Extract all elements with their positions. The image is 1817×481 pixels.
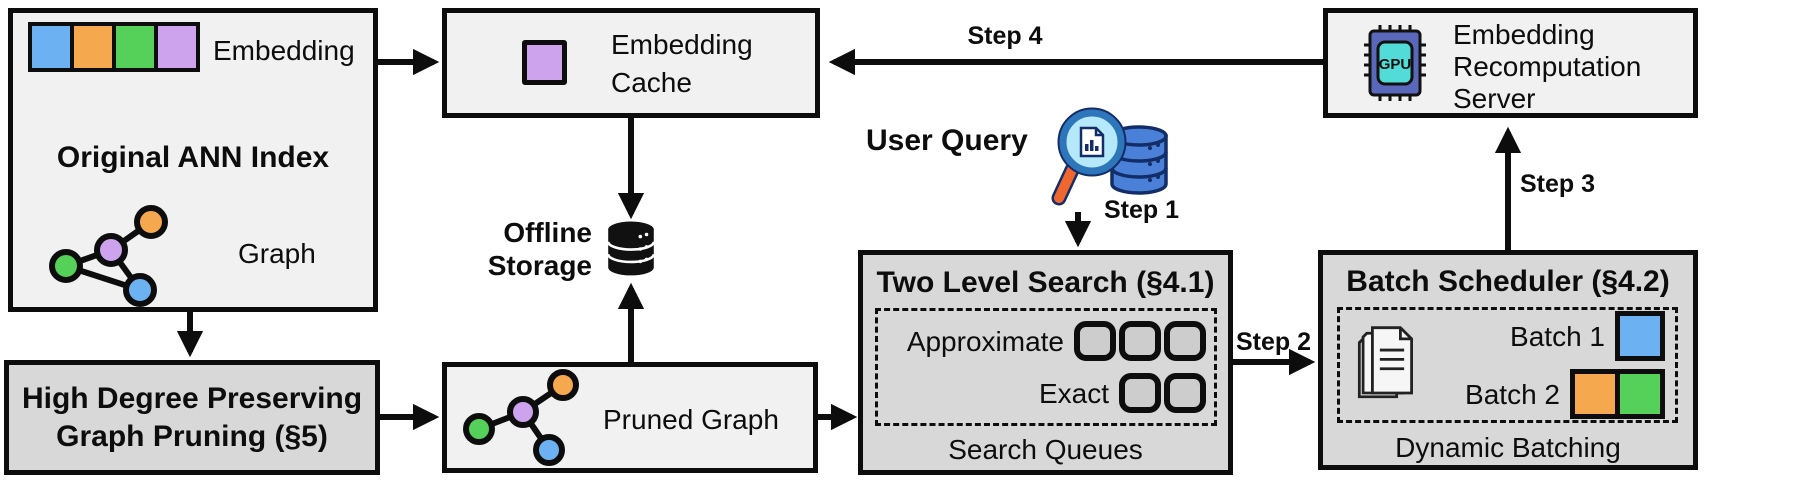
batch2-green-square	[1620, 374, 1660, 414]
batch2-row: Batch 2	[1440, 369, 1665, 419]
batch2-label: Batch 2	[1465, 378, 1560, 410]
embedding-label: Embedding	[213, 35, 355, 66]
server-label-line3: Server	[1453, 83, 1536, 114]
step3-label: Step 3	[1520, 170, 1596, 198]
embedding-vector-icon	[28, 22, 200, 72]
graph-icon	[49, 196, 177, 308]
step4-label: Step 4	[967, 22, 1043, 50]
original-ann-index-box: Embedding Original ANN Index Graph	[8, 8, 378, 312]
graph-label: Graph	[238, 238, 316, 269]
gpu-chip-label: GPU	[1379, 56, 1412, 73]
two-level-search-title: Two Level Search (§4.1)	[876, 266, 1215, 299]
query-search-database-icon	[1050, 106, 1180, 218]
batch1-blue-square	[1615, 311, 1665, 361]
pruned-graph-box: Pruned Graph	[442, 362, 818, 473]
batch-scheduler-title: Batch Scheduler (§4.2)	[1346, 265, 1670, 298]
search-queues-panel: Approximate Exact	[875, 308, 1217, 426]
gpu-chip-icon: GPU	[1356, 23, 1452, 103]
two-level-search-box: Two Level Search (§4.1) Approximate Exac…	[858, 250, 1233, 475]
recomputation-server-box: GPU Embedding Recomputation Server	[1323, 8, 1698, 118]
graph-pruning-box: High Degree Preserving Graph Pruning (§5…	[4, 360, 380, 475]
exact-queue-row: Exact	[886, 373, 1206, 413]
documents-icon	[1350, 320, 1434, 410]
batch2-squares	[1570, 369, 1665, 419]
search-queues-footer: Search Queues	[948, 434, 1143, 465]
pruning-title-line2: Graph Pruning (§5)	[56, 419, 328, 453]
queue-slot	[1074, 321, 1116, 361]
queue-slot	[1164, 373, 1206, 413]
embedding-chip-blue	[32, 26, 70, 68]
embedding-chip-orange	[74, 26, 112, 68]
user-query-label: User Query	[866, 124, 1028, 157]
queue-slot	[1119, 321, 1161, 361]
cache-label: Embedding Cache	[611, 26, 753, 102]
cache-label-line2: Cache	[611, 67, 692, 98]
server-label-line1: Embedding	[1453, 19, 1595, 50]
batch-scheduler-box: Batch Scheduler (§4.2)	[1318, 250, 1698, 470]
queue-slot	[1119, 373, 1161, 413]
batch-rows: Batch 1 Batch 2	[1440, 311, 1665, 419]
embedding-cache-box: Embedding Cache	[442, 8, 820, 118]
cached-embedding-icon	[522, 40, 567, 85]
offline-storage-label: Offline Storage	[440, 216, 592, 282]
queue-slot	[1164, 321, 1206, 361]
approximate-queue-row: Approximate	[886, 321, 1206, 361]
exact-label: Exact	[1038, 377, 1109, 409]
pruning-title-line1: High Degree Preserving	[21, 381, 363, 415]
dynamic-batching-panel: Batch 1 Batch 2	[1337, 307, 1678, 423]
embedding-chip-green	[116, 26, 154, 68]
batch1-label: Batch 1	[1510, 320, 1605, 352]
storage-label-line2: Storage	[487, 250, 592, 281]
step1-label: Step 1	[1104, 196, 1180, 224]
batch1-row: Batch 1	[1440, 311, 1665, 361]
pruned-graph-label: Pruned Graph	[603, 404, 779, 435]
pruned-graph-icon	[459, 367, 595, 468]
approximate-label: Approximate	[906, 325, 1064, 357]
ann-index-title: Original ANN Index	[56, 141, 330, 174]
embedding-chip-purple	[158, 26, 196, 68]
server-label-line2: Recomputation	[1453, 51, 1642, 82]
cache-label-line1: Embedding	[611, 29, 753, 60]
database-icon	[602, 220, 660, 278]
storage-label-line1: Offline	[503, 217, 592, 248]
batch2-orange-square	[1575, 374, 1615, 414]
server-label: Embedding Recomputation Server	[1453, 19, 1641, 115]
step2-label: Step 2	[1236, 328, 1312, 356]
dynamic-batching-footer: Dynamic Batching	[1395, 432, 1621, 463]
